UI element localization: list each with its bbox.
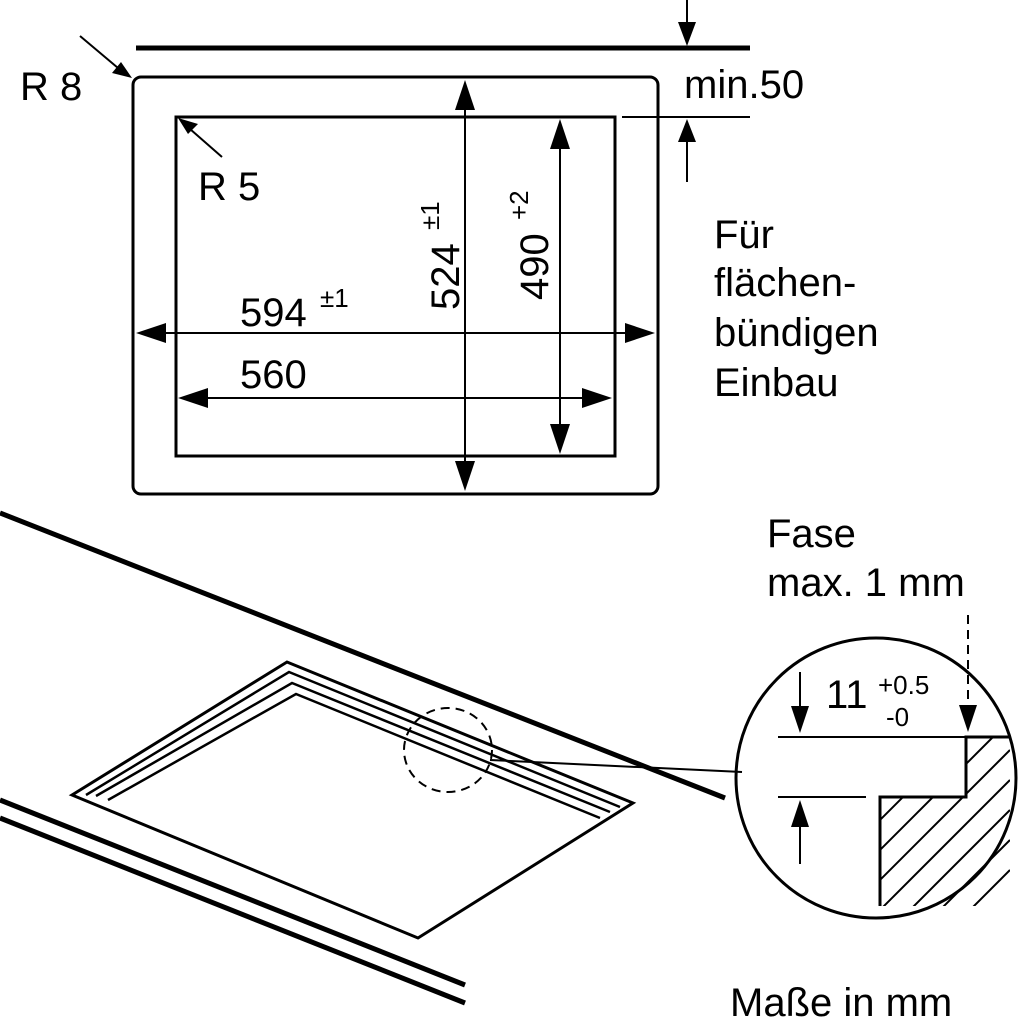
- inner-width-label: 560: [240, 353, 307, 397]
- inner-cutout-outline: [174, 115, 617, 458]
- radius-5-leader-arrow: [178, 118, 223, 158]
- outer-width-dimension-arrow: [136, 323, 655, 343]
- chamfer-pointer-arrow: [959, 615, 977, 732]
- detail-leader-line-1: [489, 759, 743, 773]
- detail-view: 11 +0.5 -0 Fase max. 1 mm: [734, 512, 1018, 920]
- units-note: Maße in mm: [730, 981, 952, 1023]
- note-line-1: Für: [714, 213, 774, 257]
- note-line-3: bündigen: [714, 311, 879, 355]
- top-view: R 8 R 5 min.50 594 ±1 560 524 ±1 490 +2 …: [20, 0, 879, 496]
- step-height-label: 11: [826, 673, 868, 717]
- min-distance-label: min.50: [684, 63, 804, 107]
- worktop-front-edge-top: [0, 797, 466, 988]
- step-height-arrow-bottom: [791, 800, 809, 864]
- worktop-section-outline: [878, 735, 1010, 906]
- note-line-2: flächen-: [714, 261, 856, 305]
- outer-cutout-outline: [131, 75, 660, 496]
- min-distance-arrow-bottom: [678, 119, 696, 182]
- chamfer-label-line-1: Fase: [767, 512, 856, 556]
- cutout-inner-edge: [107, 692, 601, 820]
- step-tolerance-plus: +0.5: [878, 670, 929, 700]
- inner-depth-tolerance: +2: [504, 190, 534, 220]
- radius-8-leader-arrow: [79, 35, 132, 78]
- worktop-front-edge-bottom: [0, 815, 466, 1006]
- outer-width-tolerance: ±1: [320, 283, 349, 313]
- note-line-4: Einbau: [714, 361, 839, 405]
- chamfer-label-line-2: max. 1 mm: [767, 561, 965, 605]
- detail-circle: [734, 636, 1018, 920]
- cutout-rebate-1: [85, 670, 621, 809]
- cutout-outer-edge: [68, 660, 637, 940]
- radius-5-label: R 5: [198, 165, 260, 209]
- inner-depth-dimension-arrow: [550, 119, 570, 454]
- worktop-back-edge: [0, 510, 726, 801]
- cutout-rebate-2: [95, 681, 611, 814]
- inner-depth-label: 490: [513, 233, 557, 300]
- detail-marker-circle: [403, 707, 493, 793]
- step-height-arrow-top: [791, 672, 809, 733]
- inner-width-dimension-arrow: [178, 388, 612, 408]
- radius-8-label: R 8: [20, 65, 82, 109]
- step-tolerance-minus: -0: [886, 702, 909, 732]
- perspective-view: [0, 510, 743, 1006]
- min-distance-arrow-top: [678, 0, 696, 46]
- outer-depth-dimension-arrow: [455, 80, 475, 491]
- outer-depth-label: 524: [424, 243, 468, 310]
- outer-width-label: 594: [240, 291, 307, 335]
- outer-depth-tolerance: ±1: [415, 201, 445, 230]
